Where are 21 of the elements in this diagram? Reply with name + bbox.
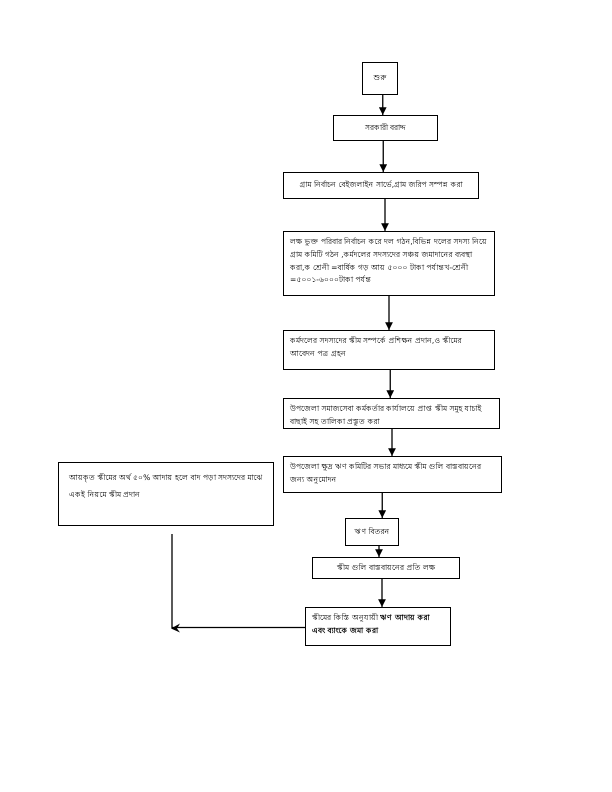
- process-box: [333, 115, 438, 141]
- arrow: [375, 546, 383, 557]
- arrow: [378, 579, 386, 607]
- process-box: [345, 518, 399, 546]
- arrow: [385, 296, 393, 330]
- arrow: [379, 141, 388, 172]
- arrow: [378, 493, 386, 518]
- process-box: [58, 462, 274, 526]
- process-box: [283, 330, 495, 370]
- process-box: [362, 62, 398, 95]
- process-box: [312, 557, 460, 579]
- arrow: [388, 429, 396, 456]
- arrow: [381, 199, 389, 231]
- process-box: [283, 456, 502, 493]
- process-box: [305, 607, 451, 646]
- arrow: [378, 95, 387, 115]
- arrow: [171, 534, 305, 632]
- arrow: [386, 370, 394, 398]
- process-box: [283, 398, 500, 429]
- process-box: [283, 172, 479, 199]
- process-box: [283, 231, 495, 296]
